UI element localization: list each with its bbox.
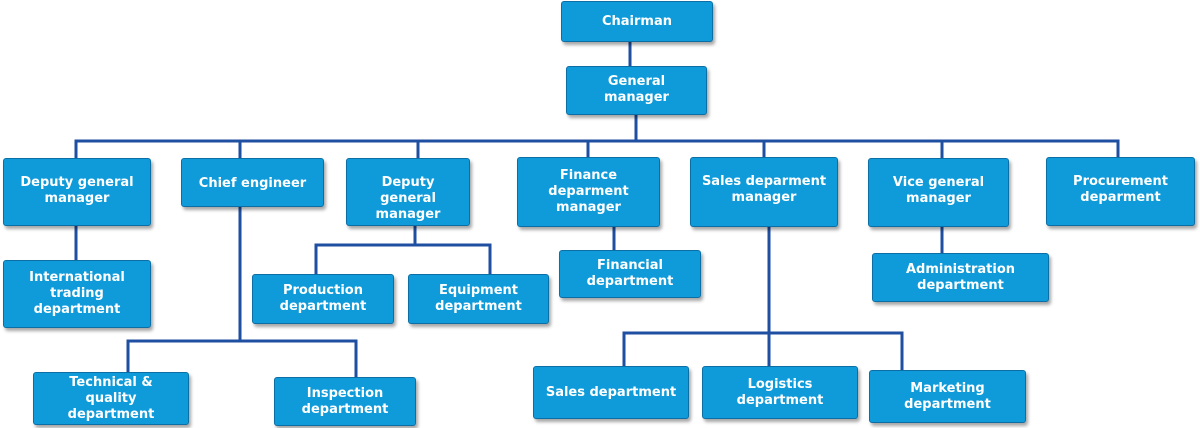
sales-department-box: Sales department (533, 366, 689, 419)
marketing-department-box: Marketing department (869, 370, 1026, 423)
deputy-general-manager-box-1: Deputy general manager (3, 158, 151, 226)
logistics-department-box: Logistics department (702, 366, 858, 419)
vice-general-manager-box: Vice general manager (868, 158, 1009, 227)
administration-department-box: Administration department (872, 253, 1049, 302)
international-trading-department-box: International trading department (3, 260, 151, 328)
sales-department-manager-box: Sales deparment manager (690, 157, 838, 227)
procurement-department-box: Procurement deparment (1046, 157, 1195, 226)
equipment-department-box: Equipment department (408, 274, 549, 324)
production-department-box: Production department (252, 274, 394, 324)
general-manager-box: General manager (566, 66, 707, 115)
chairman-box: Chairman (561, 1, 713, 42)
technical-quality-department-box: Technical & quality department (33, 372, 189, 425)
deputy-general-manager-box-2: Deputy general manager (346, 158, 470, 226)
financial-department-box: Financial department (559, 250, 701, 298)
inspection-department-box: Inspection department (274, 377, 416, 426)
finance-department-manager-box: Finance deparment manager (517, 157, 660, 227)
chief-engineer-box: Chief engineer (181, 158, 324, 207)
